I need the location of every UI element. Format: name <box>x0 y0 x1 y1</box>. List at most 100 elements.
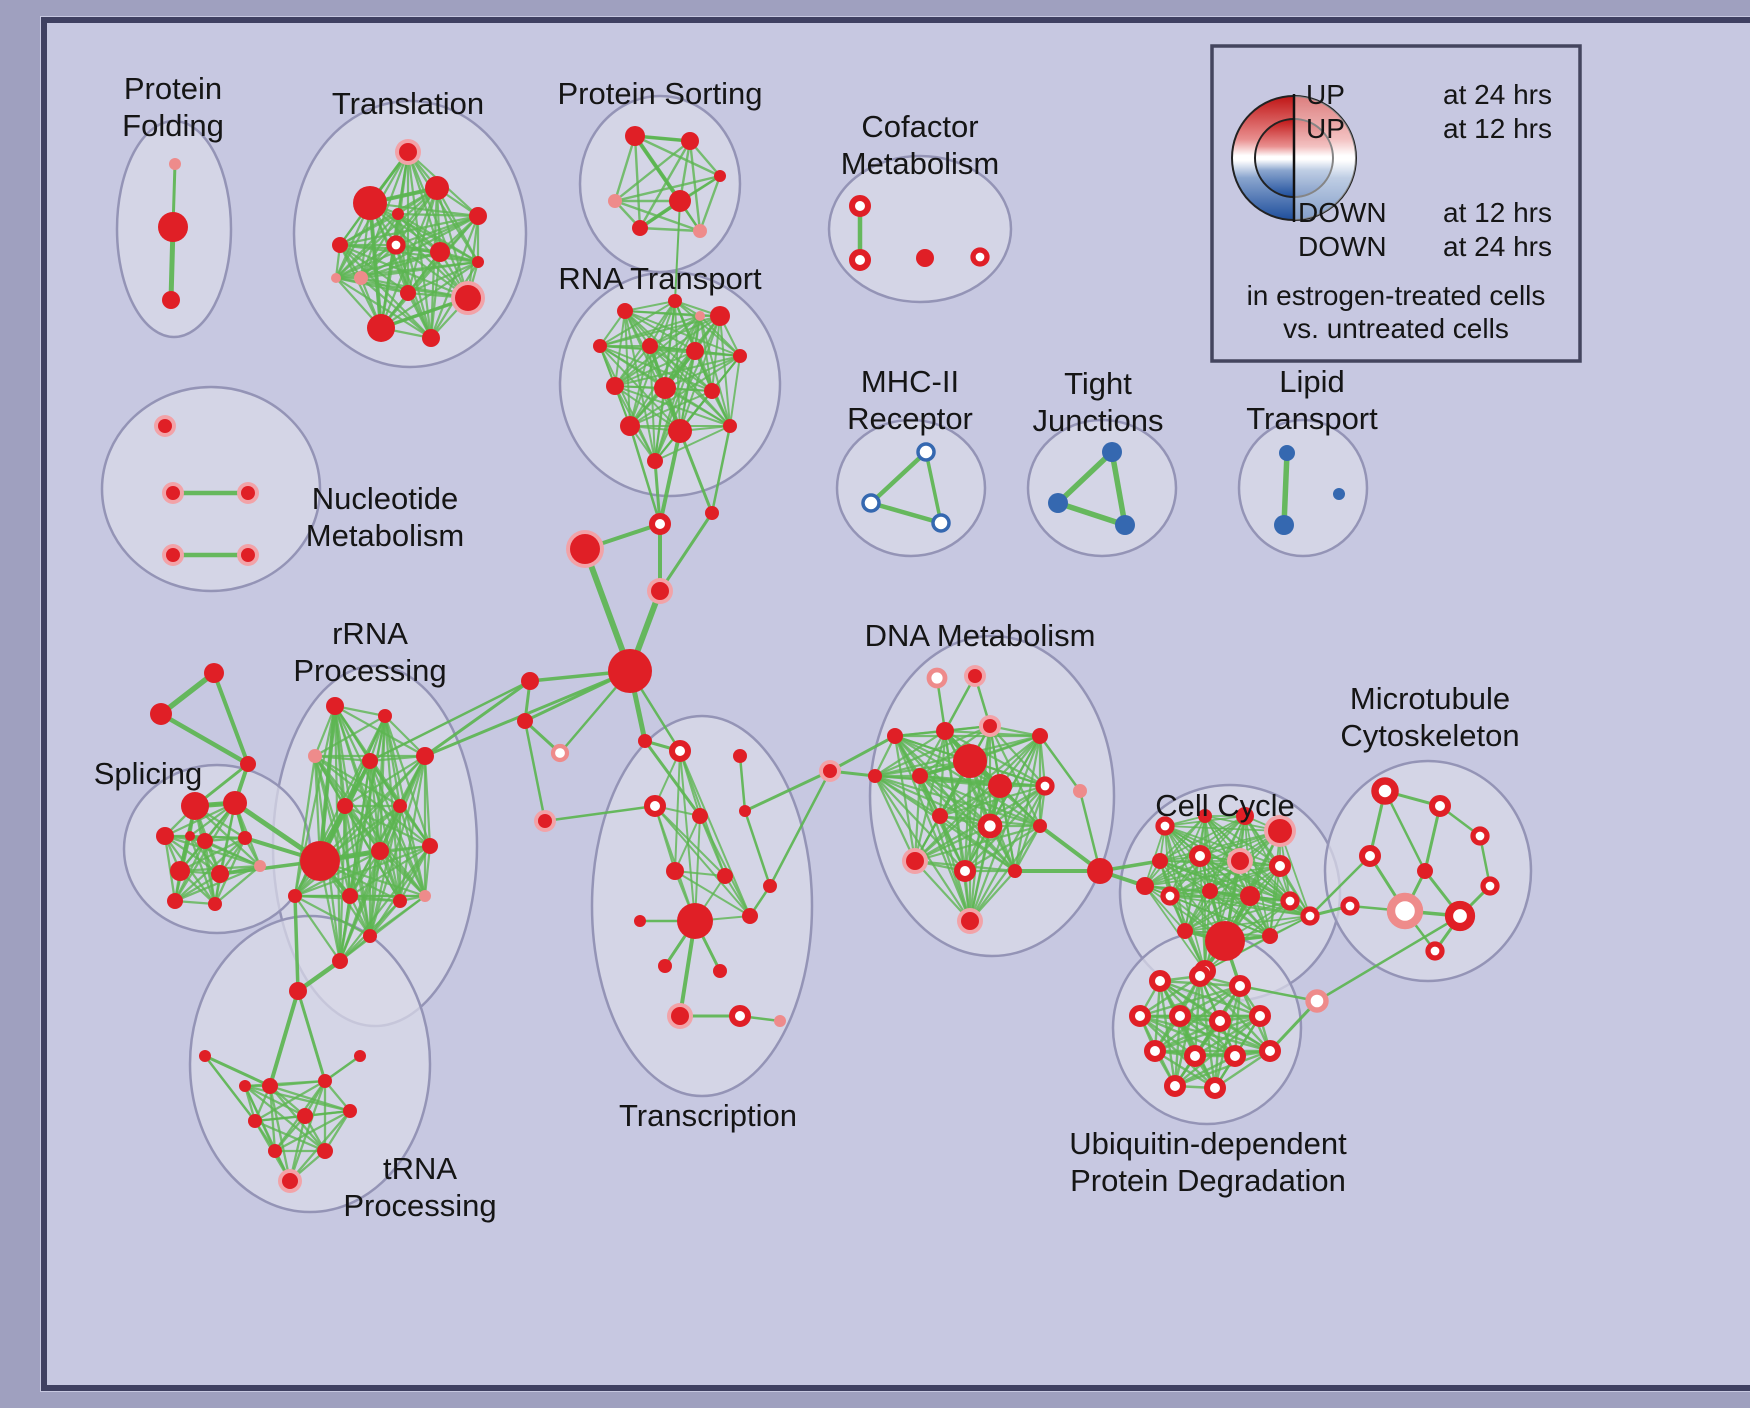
interaction-edge <box>338 849 382 963</box>
interaction-edge <box>913 824 1042 863</box>
gene-node <box>300 841 340 881</box>
interaction-edge <box>654 315 701 462</box>
gene-node <box>1429 795 1451 817</box>
gene-node <box>1189 845 1211 867</box>
interaction-edge <box>654 805 751 917</box>
cluster-label-protein-sorting: Protein Sorting <box>557 76 762 111</box>
gene-node <box>342 888 358 904</box>
gene-node <box>332 953 348 969</box>
interaction-edge <box>396 212 480 218</box>
gene-node <box>849 249 871 271</box>
interaction-edge <box>1198 974 1272 1053</box>
gene-node <box>642 338 658 354</box>
gene-node <box>983 719 997 733</box>
interaction-edge <box>599 315 701 347</box>
interaction-edge <box>338 243 383 330</box>
gene-node <box>331 273 341 283</box>
interaction-edge <box>243 1084 292 1183</box>
gene-node <box>887 728 903 744</box>
gene-node <box>167 893 183 909</box>
gene-node <box>400 285 416 301</box>
gene-node <box>425 176 449 200</box>
interaction-edge <box>268 989 300 1088</box>
legend-row-time: at 24 hrs <box>1443 231 1552 262</box>
interaction-edge <box>599 300 676 347</box>
interaction-edge <box>674 200 681 302</box>
gene-node <box>970 247 990 267</box>
interaction-edge <box>629 355 741 427</box>
interaction-edge <box>1159 815 1246 862</box>
gene-node <box>538 814 552 828</box>
interaction-edge <box>323 1054 362 1083</box>
gene-node <box>469 207 487 225</box>
interaction-edge <box>633 134 682 203</box>
interaction-edge <box>679 750 696 922</box>
interaction-edge <box>613 174 722 203</box>
interaction-edge <box>1198 974 1217 1090</box>
gene-node <box>742 908 758 924</box>
gene-node <box>1249 1005 1271 1027</box>
gene-node <box>1268 819 1292 843</box>
gene-node <box>926 667 948 689</box>
interaction-edge <box>1159 860 1281 867</box>
interaction-edge <box>378 849 427 898</box>
gene-node <box>197 833 213 849</box>
interaction-edge <box>1308 854 1372 918</box>
gene-node <box>1152 853 1168 869</box>
interaction-edge <box>699 315 713 392</box>
gene-node <box>166 548 180 562</box>
gene-node <box>170 861 190 881</box>
interaction-edge <box>649 345 656 462</box>
gene-node <box>169 158 181 170</box>
gene-node <box>1184 1045 1206 1067</box>
interaction-edge <box>158 711 251 767</box>
interaction-edge <box>178 836 247 873</box>
interaction-edge <box>203 1054 272 1088</box>
interaction-edge <box>253 1119 327 1153</box>
interaction-edge <box>423 679 532 758</box>
interaction-edge <box>368 754 427 938</box>
gene-node <box>668 419 692 443</box>
gene-node <box>1279 445 1295 461</box>
interaction-edge <box>868 449 929 506</box>
gene-node <box>241 548 255 562</box>
gene-node <box>472 256 484 268</box>
interaction-edge <box>664 315 701 389</box>
gene-node <box>649 513 671 535</box>
gene-node <box>1470 826 1490 846</box>
gene-node <box>632 220 648 236</box>
interaction-edge <box>873 774 972 923</box>
interaction-edge <box>628 424 662 526</box>
cluster-label-splicing: Splicing <box>94 756 203 791</box>
interaction-edge <box>629 300 676 427</box>
gene-node <box>1035 776 1055 796</box>
interaction-edge <box>318 704 337 863</box>
interaction-edge <box>913 784 1002 863</box>
interaction-edge <box>398 804 427 898</box>
gene-node <box>1480 876 1500 896</box>
interaction-edge <box>348 849 382 898</box>
interaction-edge <box>1204 915 1311 972</box>
cluster-ellipse-cofactor-metabolism <box>827 154 1013 304</box>
gene-node <box>669 740 691 762</box>
gene-node <box>158 212 188 242</box>
gene-node <box>1033 819 1047 833</box>
interaction-edge <box>383 714 402 903</box>
interaction-edge <box>873 774 917 863</box>
gene-node <box>638 734 652 748</box>
interaction-edge <box>968 824 1042 923</box>
gene-node <box>988 774 1012 798</box>
interaction-edge <box>643 739 702 818</box>
interaction-edge <box>406 150 433 340</box>
interaction-edge <box>743 769 832 813</box>
gene-node <box>1259 1040 1281 1062</box>
interaction-edge <box>868 500 944 526</box>
gene-node <box>1129 1005 1151 1027</box>
gene-node <box>977 813 1003 839</box>
interaction-edge <box>674 815 701 872</box>
interaction-edge <box>359 212 400 280</box>
gene-node <box>1300 906 1320 926</box>
